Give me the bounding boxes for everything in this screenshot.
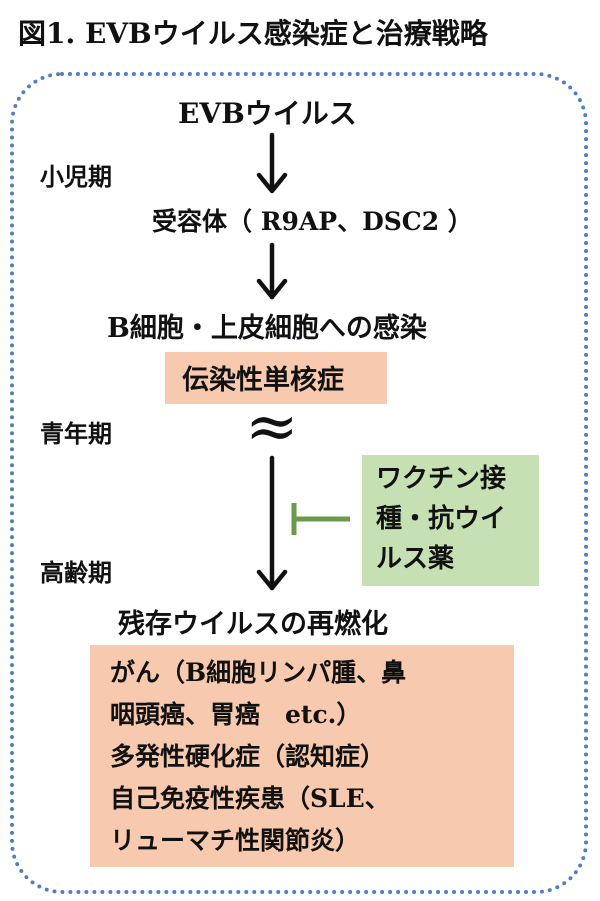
intervention-line-2: 種・抗ウイ [376,504,507,534]
mononucleosis-label: 伝染性単核症 [182,365,344,396]
node-evb-virus: EVBウイルス [178,97,357,130]
approx-symbol: ≈ [245,390,299,464]
node-reactivation: 残存ウイルスの再燃化 [118,609,388,640]
box-intervention: ワクチン接 種・抗ウイ ルス薬 [362,455,539,586]
disease-line-5: リューマチ性関節炎） [110,826,361,855]
box-infectious-mononucleosis: 伝染性単核症 [165,352,387,404]
intervention-line-1: ワクチン接 [376,464,507,494]
disease-line-3: 多発性硬化症（認知症） [110,742,386,771]
box-diseases: がん（B細胞リンパ腫、鼻 咽頭癌、胃癌 etc.） 多発性硬化症（認知症） 自己… [90,645,514,867]
node-cell-infection: B細胞・上皮細胞への感染 [107,313,427,344]
stage-label-youth: 青年期 [40,419,112,448]
disease-line-2: 咽頭癌、胃癌 etc.） [110,700,362,729]
figure-title: 図1. EVBウイルス感染症と治療戦略 [18,17,488,50]
disease-line-4: 自己免疫性疾患（SLE、 [110,784,390,813]
stage-label-elderly: 高齢期 [40,558,112,587]
node-receptor: 受容体（ R9AP、DSC2 ） [152,207,473,236]
disease-line-1: がん（B細胞リンパ腫、鼻 [110,658,407,687]
intervention-line-3: ルス薬 [376,544,455,574]
stage-label-child: 小児期 [40,162,112,191]
diagram-frame [10,72,588,894]
